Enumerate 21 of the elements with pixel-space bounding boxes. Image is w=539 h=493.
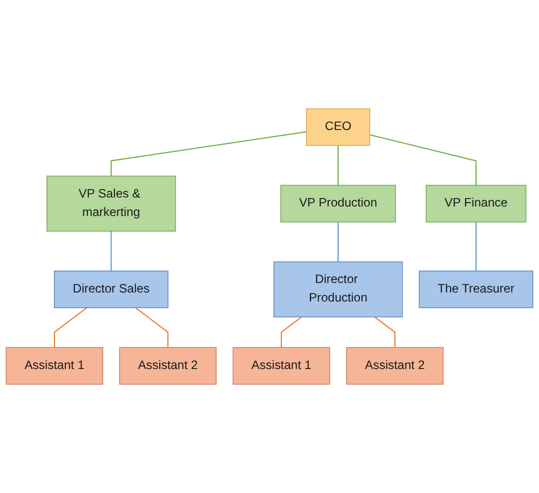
- role-box: CEO: [306, 108, 370, 146]
- role-box: Director Sales: [54, 270, 168, 308]
- connector-line: [110, 131, 307, 176]
- connector-line: [54, 307, 88, 348]
- connector-line: [338, 145, 339, 186]
- connector-line: [280, 316, 302, 348]
- connector-line: [370, 134, 477, 186]
- role-box: Director Production: [273, 261, 403, 318]
- connector-line: [338, 222, 339, 262]
- role-box: VP Finance: [426, 184, 526, 222]
- connector-line: [475, 222, 477, 271]
- role-box: VP Production: [280, 184, 396, 222]
- role-box: Assistant 2: [346, 347, 444, 385]
- role-box: Assistant 1: [232, 347, 330, 385]
- role-box: Assistant 1: [6, 347, 104, 385]
- role-box: VP Sales & markerting: [46, 176, 176, 232]
- connector-line: [374, 316, 396, 348]
- connector-line: [110, 231, 112, 271]
- connector-line: [135, 307, 168, 348]
- role-box: The Treasurer: [418, 270, 534, 308]
- role-box: Assistant 2: [119, 347, 217, 385]
